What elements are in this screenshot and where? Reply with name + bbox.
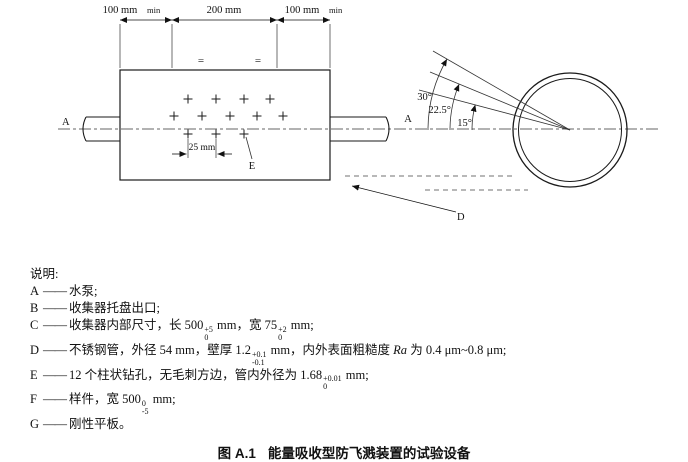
angle-15-label: 15° [457,118,472,129]
dim-100-left-label: 100 mm [103,5,138,16]
arc-15 [470,104,477,131]
legend-item: A——水泵; [30,284,98,298]
label-a-left: A [62,117,70,128]
tube-circle-outer [512,72,628,188]
collector-box [119,69,331,181]
legend-item: G——刚性平板。 [30,417,132,432]
caption-title: 能量吸收型防飞溅装置的试验设备 [267,446,471,462]
dim-100-right-label: 100 mm [285,5,320,16]
angle-line-225 [429,71,571,131]
angle-line-15 [418,89,571,131]
angle-line-30 [432,50,571,131]
equal-mark-right: = [255,55,261,67]
figure-caption: 图 A.1 能量吸收型防飞溅装置的试验设备 [0,442,688,462]
test-equipment-diagram: 100 mm min 200 mm 100 mm min = = 25 mm E… [58,5,658,223]
arc-225 [449,83,460,131]
hole-spacing-dim: 25 mm [172,139,232,158]
dim-100-left-min-label: min [147,5,161,15]
label-a-right: A [404,114,412,125]
pipe-right [330,116,390,142]
pipe-left [82,116,120,142]
angle-30-label: 30° [417,92,432,103]
tube-circle-inner [518,78,622,182]
caption-label: 图 A.1 [217,446,256,462]
legend-title: 说明: [30,267,59,281]
dim-25-label: 25 mm [189,143,216,153]
angle-arcs [427,58,477,131]
e-leader-line [245,136,253,160]
legend-item: B——收集器托盘出口; [30,301,160,315]
dim-200-label: 200 mm [207,5,242,16]
drill-holes [169,94,288,139]
label-e: E [249,161,255,172]
dim-100-right-min-label: min [329,5,343,15]
technical-drawing: 100 mm min 200 mm 100 mm min = = 25 mm E… [58,5,658,223]
equal-mark-left: = [198,55,204,67]
angle-fan-lines [418,50,571,131]
d-leader-line [351,184,457,213]
label-d: D [457,212,465,223]
arc-30 [427,58,448,131]
legend-item: D——不锈钢管，外径 54 mm，壁厚 1.2+0.1-0.1 mm，内外表面粗… [30,342,507,367]
top-dimension-lines [119,24,331,68]
angle-225-label: 22.5° [428,105,451,116]
